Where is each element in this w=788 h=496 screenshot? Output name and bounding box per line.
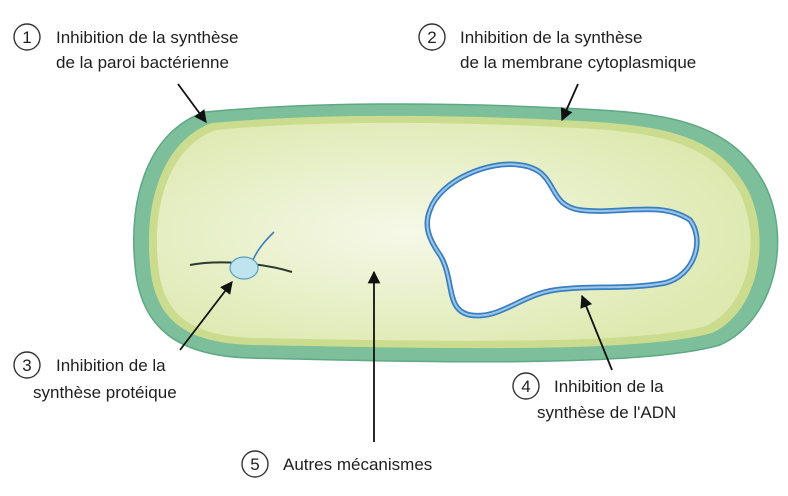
arrow-4 (580, 294, 613, 371)
label-2-badge (418, 23, 446, 51)
label-4: 4 Inhibition de la synthèse de l'ADN (512, 372, 676, 422)
label-5-badge (241, 450, 269, 478)
arrow-3 (179, 280, 233, 351)
label-4-number: 4 (521, 377, 530, 396)
label-5: 5 Autres mécanismes (241, 450, 432, 478)
dna-loop-inner-strand (426, 163, 698, 317)
label-4-line-1: Inhibition de la (554, 377, 664, 396)
label-2-number: 2 (427, 28, 436, 47)
label-3-line-1: Inhibition de la (56, 356, 166, 375)
label-1-line-1: Inhibition de la synthèse (56, 28, 238, 47)
ribosome (229, 256, 259, 280)
arrow-2 (560, 83, 579, 122)
label-4-badge (512, 372, 540, 400)
label-1: 1 Inhibition de la synthèse de la paroi … (13, 23, 238, 72)
protein-strand (251, 231, 275, 263)
label-1-number: 1 (22, 28, 31, 47)
label-2: 2 Inhibition de la synthèse de la membra… (418, 23, 696, 72)
label-4-line-2: synthèse de l'ADN (537, 403, 676, 422)
label-3-badge (13, 351, 41, 379)
label-3-number: 3 (22, 356, 31, 375)
label-2-line-1: Inhibition de la synthèse (460, 28, 642, 47)
label-1-line-2: de la paroi bactérienne (56, 53, 229, 72)
label-5-line-1: Autres mécanismes (283, 455, 432, 474)
arrow-1 (177, 83, 207, 124)
label-1-badge (13, 23, 41, 51)
label-5-number: 5 (250, 455, 259, 474)
label-2-line-2: de la membrane cytoplasmique (460, 53, 696, 72)
label-3-line-2: synthèse protéique (33, 383, 177, 402)
label-3: 3 Inhibition de la synthèse protéique (13, 351, 177, 402)
